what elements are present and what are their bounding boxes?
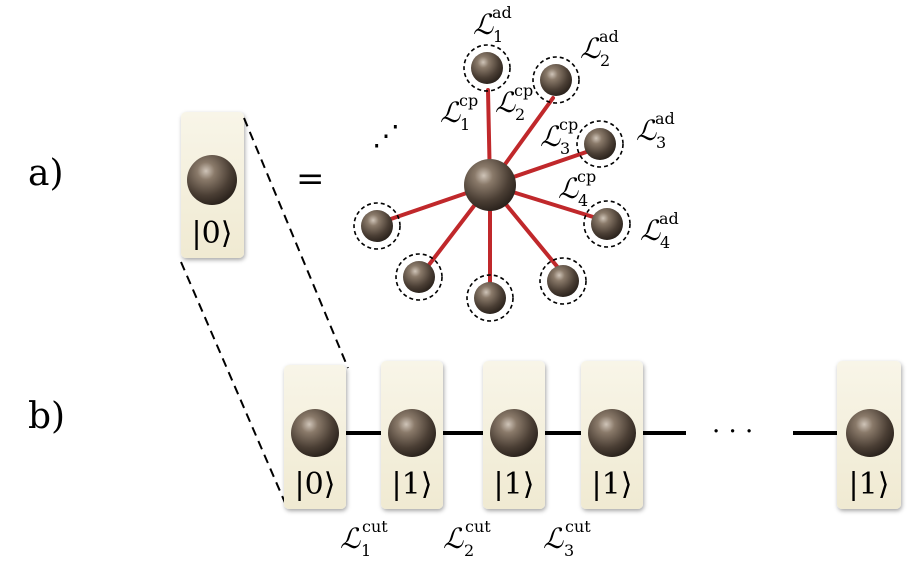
chain-ball (291, 409, 339, 457)
site-ball (187, 155, 237, 205)
svg-text:ℒ: ℒ (558, 172, 579, 205)
chain-ball (846, 409, 894, 457)
svg-text:ℒ: ℒ (495, 86, 516, 119)
site-ket: |0⟩ (192, 216, 233, 251)
site-ad-1 (463, 44, 511, 92)
svg-text:4: 4 (660, 233, 670, 252)
site-ad-3-ball (584, 128, 616, 160)
zoom-line-bottom (180, 261, 287, 506)
site-8 (353, 202, 401, 250)
svg-text:1: 1 (460, 115, 470, 134)
svg-text:2: 2 (464, 541, 474, 560)
svg-text:cut: cut (465, 517, 491, 536)
cut-label-3: ℒ 3 cut (543, 517, 591, 560)
chain-site-1: |0⟩ (284, 365, 346, 509)
svg-text:ad: ad (655, 109, 675, 128)
site-6 (466, 274, 514, 322)
svg-text:ℒ: ℒ (473, 8, 494, 41)
coupling-label-1: ℒ 1 cp (440, 91, 478, 134)
chain-site-4: |1⟩ (581, 361, 643, 509)
svg-text:3: 3 (560, 139, 570, 158)
site-ad-4-ball (591, 208, 623, 240)
svg-text:ad: ad (659, 209, 679, 228)
adjoint-label-3: ℒ 3 ad (636, 109, 675, 152)
svg-text:ad: ad (492, 3, 512, 22)
site-ad-4 (583, 200, 631, 248)
site-5 (539, 257, 587, 305)
chain-ket: |1⟩ (849, 467, 890, 502)
central-site-ball (464, 159, 516, 211)
chain-site-5: |1⟩ (837, 361, 901, 509)
site-ad-2-ball (540, 64, 572, 96)
zoom-line-top (243, 117, 349, 369)
site-ad-3-ring (576, 120, 624, 168)
svg-text:ℒ: ℒ (440, 96, 461, 129)
adjoint-label-1: ℒ 1 ad (473, 3, 512, 46)
svg-text:cp: cp (514, 81, 533, 100)
site-8-ball (361, 210, 393, 242)
chain-ket: |0⟩ (295, 467, 336, 502)
site-ad-4-ring (583, 200, 631, 248)
chain-ball (388, 409, 436, 457)
site-7-ball (403, 261, 435, 293)
svg-text:ℒ: ℒ (543, 522, 564, 555)
svg-text:1: 1 (361, 541, 371, 560)
peripheral-sites (353, 44, 631, 322)
svg-text:2: 2 (515, 105, 525, 124)
star-ellipsis: ⋰ (372, 119, 400, 152)
svg-text:3: 3 (564, 541, 574, 560)
adjoint-label-4: ℒ 4 ad (640, 209, 679, 252)
svg-text:cp: cp (459, 91, 478, 110)
svg-text:cp: cp (577, 167, 596, 186)
adjoint-label-2: ℒ 2 ad (580, 27, 619, 70)
svg-text:ℒ: ℒ (340, 522, 361, 555)
svg-text:ℒ: ℒ (640, 214, 661, 247)
svg-text:ℒ: ℒ (443, 522, 464, 555)
site-ad-3 (576, 120, 624, 168)
site-7 (395, 253, 443, 301)
chain-site-2: |1⟩ (381, 361, 443, 509)
coupling-label-2: ℒ 2 cp (495, 81, 533, 124)
svg-text:cp: cp (559, 115, 578, 134)
site-ad-1-ball (471, 52, 503, 84)
coupling-label-4: ℒ 4 cp (558, 167, 596, 210)
svg-text:ad: ad (599, 27, 619, 46)
site-ad-2 (532, 56, 580, 104)
site-ad-1-ring (463, 44, 511, 92)
chain-ket: |1⟩ (592, 467, 633, 502)
panel-a-site-box: |0⟩ (181, 112, 244, 258)
svg-text:cut: cut (362, 517, 388, 536)
svg-text:ℒ: ℒ (636, 114, 657, 147)
svg-text:2: 2 (600, 51, 610, 70)
site-5-ring (539, 257, 587, 305)
cut-label-2: ℒ 2 cut (443, 517, 491, 560)
site-ad-2-ring (532, 56, 580, 104)
chain-site-3: |1⟩ (483, 361, 545, 509)
site-8-ring (353, 202, 401, 250)
site-6-ring (466, 274, 514, 322)
chain-ball (490, 409, 538, 457)
chain-ellipsis: · · · (712, 417, 753, 447)
equals-sign: = (296, 159, 325, 199)
chain-ket: |1⟩ (392, 467, 433, 502)
panel-b-label: b) (28, 396, 65, 437)
svg-text:ℒ: ℒ (540, 120, 561, 153)
chain-ball (588, 409, 636, 457)
site-7-ring (395, 253, 443, 301)
coupling-label-3: ℒ 3 cp (540, 115, 578, 158)
site-5-ball (547, 265, 579, 297)
cut-label-1: ℒ 1 cut (340, 517, 388, 560)
svg-text:3: 3 (656, 133, 666, 152)
svg-text:4: 4 (578, 191, 588, 210)
chain-ket: |1⟩ (494, 467, 535, 502)
svg-text:1: 1 (493, 27, 503, 46)
svg-text:cut: cut (565, 517, 591, 536)
panel-a-label: a) (28, 153, 64, 194)
site-6-ball (474, 282, 506, 314)
svg-text:ℒ: ℒ (580, 32, 601, 65)
